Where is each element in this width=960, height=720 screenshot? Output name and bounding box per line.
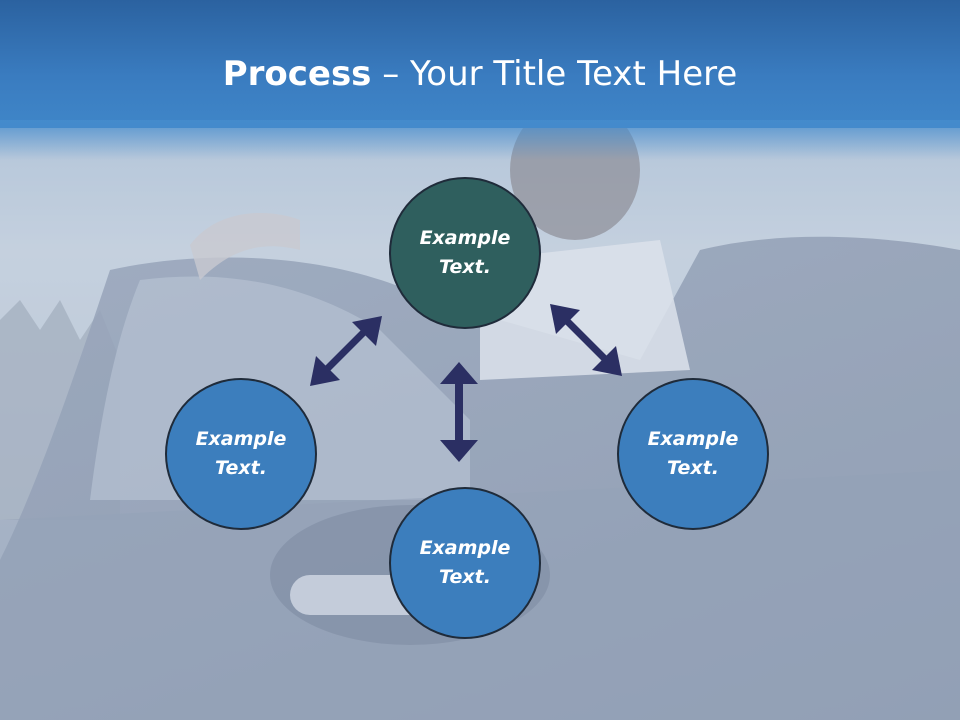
title-bold: Process bbox=[222, 54, 372, 94]
node-bottom-line1: Example bbox=[419, 537, 511, 559]
node-right-line1: Example bbox=[647, 428, 739, 450]
node-left-line2: Text. bbox=[215, 457, 267, 479]
process-node-right[interactable]: Example Text. bbox=[617, 378, 769, 530]
node-top-line2: Text. bbox=[439, 256, 491, 278]
node-right-line2: Text. bbox=[667, 457, 719, 479]
arrow-top-left bbox=[310, 316, 382, 386]
arrow-vertical bbox=[440, 362, 478, 462]
title-rest: – Your Title Text Here bbox=[371, 54, 738, 94]
node-bottom-line2: Text. bbox=[439, 566, 491, 588]
title-fade bbox=[0, 120, 960, 160]
title-band bbox=[0, 0, 960, 128]
node-top-line1: Example bbox=[419, 227, 511, 249]
process-node-left[interactable]: Example Text. bbox=[165, 378, 317, 530]
slide-title: Process – Your Title Text Here bbox=[0, 52, 960, 96]
process-node-bottom[interactable]: Example Text. bbox=[389, 487, 541, 639]
process-node-top[interactable]: Example Text. bbox=[389, 177, 541, 329]
node-left-line1: Example bbox=[195, 428, 287, 450]
arrow-top-right bbox=[550, 304, 622, 376]
